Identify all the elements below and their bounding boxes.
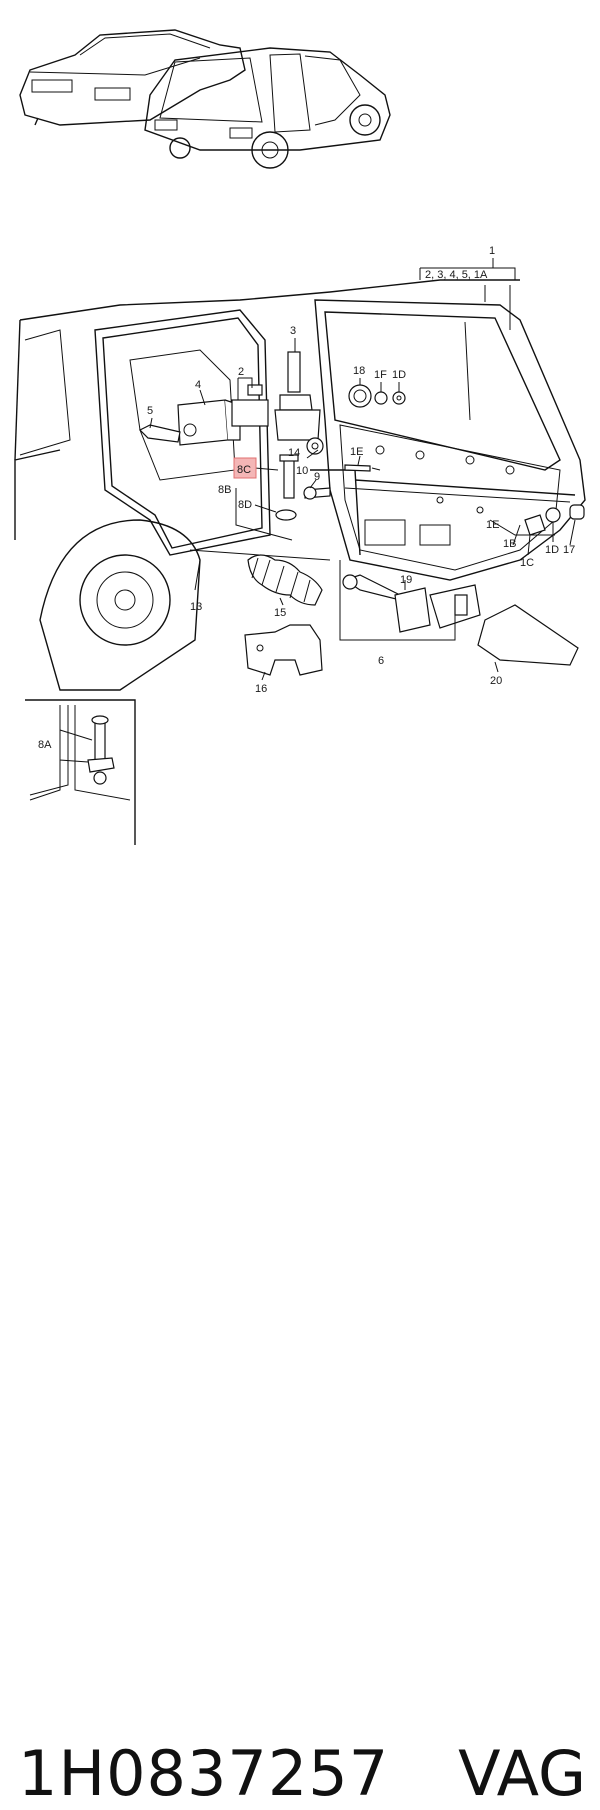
- callout-1-sub: 2, 3, 4, 5, 1A: [425, 269, 488, 281]
- bolt-part-5: [138, 424, 181, 443]
- callout-1c: 1C: [520, 557, 534, 569]
- plug-part-1f: [374, 391, 388, 405]
- rear-door: [310, 299, 586, 581]
- parts-diagram: 1 2, 3, 4, 5, 1A 2 3 4 5 6 8B 8C 8D 9 10…: [14, 29, 586, 845]
- part-number: 1H0837257: [18, 1737, 390, 1810]
- callout-8d: 8D: [238, 499, 252, 511]
- callout-9: 9: [314, 471, 320, 483]
- callout-19: 19: [400, 574, 412, 586]
- callout-10: 10: [296, 465, 308, 477]
- hatchback-illustration: [144, 47, 391, 169]
- door-inner-panel-holes: [364, 445, 515, 546]
- bracket-part-16: [244, 624, 323, 676]
- callout-8a: 8A: [38, 739, 52, 751]
- leader-lines: [149, 258, 576, 681]
- callout-18: 18: [353, 365, 365, 377]
- callout-8b: 8B: [218, 484, 231, 496]
- inset-detail-8a: 8A: [25, 699, 136, 845]
- vehicle-body-outline: [14, 279, 520, 691]
- callout-1f: 1F: [374, 369, 387, 381]
- callout-3: 3: [290, 325, 296, 337]
- nut-part-14: [306, 437, 324, 455]
- callout-labels: 1 2, 3, 4, 5, 1A 2 3 4 5 6 8B 8C 8D 9 10…: [147, 245, 575, 695]
- callout-1e-top: 1E: [350, 446, 363, 458]
- callout-1b: 1B: [503, 538, 516, 550]
- stud-part-1e: [344, 464, 371, 472]
- callout-20: 20: [490, 675, 502, 687]
- callout-1e-bottom: 1E: [486, 519, 499, 531]
- callout-14: 14: [288, 447, 300, 459]
- plug-part-1d-top: [392, 391, 406, 405]
- washer-part-8d: [275, 509, 297, 521]
- pin-part-3: [274, 351, 321, 441]
- bushing-part-2: [231, 384, 269, 427]
- callout-6: 6: [378, 655, 384, 667]
- bolt-part-9: [303, 486, 331, 500]
- boot-part-15: [247, 554, 323, 606]
- hinge-part-4: [177, 399, 241, 446]
- highlight-8c: [233, 457, 257, 479]
- sedan-illustration: [19, 29, 246, 126]
- callout-1d-bottom: 1D: [545, 544, 559, 556]
- callout-8c: 8C: [237, 464, 251, 476]
- door-wedge-part-20: [477, 604, 579, 666]
- check-strap-part-19: [342, 574, 481, 633]
- callout-1d-top: 1D: [392, 369, 406, 381]
- callout-17: 17: [563, 544, 575, 556]
- callout-4: 4: [195, 379, 201, 391]
- bolt-part-10: [279, 454, 299, 499]
- callout-15: 15: [274, 607, 286, 619]
- callout-1: 1: [489, 245, 495, 257]
- callout-2: 2: [238, 366, 244, 378]
- callout-5: 5: [147, 405, 153, 417]
- callout-16: 16: [255, 683, 267, 695]
- callout-13: 13: [190, 601, 202, 613]
- hinge-part-1c-1d-17: [524, 504, 585, 536]
- grommet-part-18: [348, 384, 372, 408]
- footer: 1H0837257 VAG: [0, 865, 600, 1810]
- brand-label: VAG: [458, 1737, 586, 1810]
